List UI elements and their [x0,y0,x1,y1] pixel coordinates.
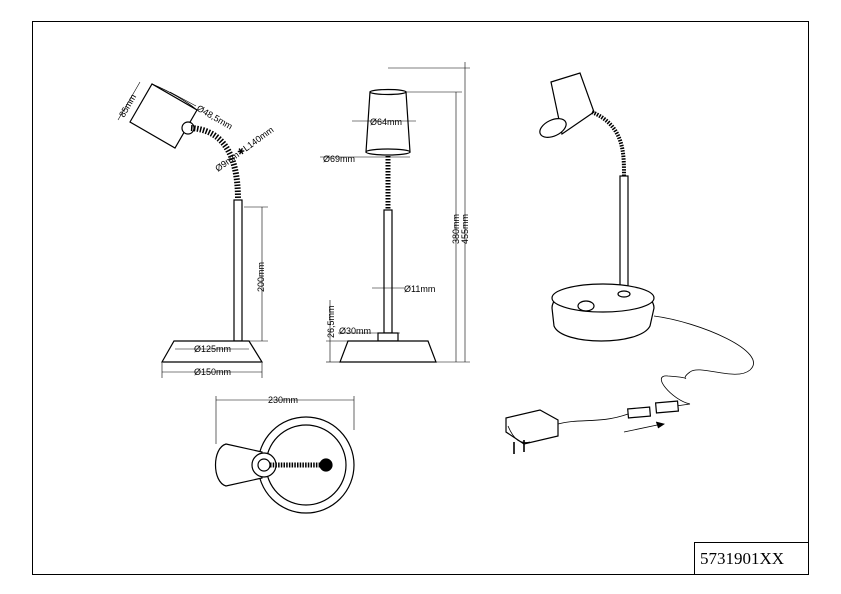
perspective-stem [619,175,629,293]
dim-stem-height: 200mm [256,262,266,292]
top-shade [214,443,263,487]
dim-shade-top: Ø64mm [370,117,402,127]
drawing-frame [32,21,809,575]
dim-reach: 230mm [268,395,298,405]
dim-total-height: 455mm [460,214,470,244]
side-view-lamp [129,83,264,363]
product-code: 5731901XX [700,549,784,568]
top-view-dimensions [215,396,355,444]
product-code-box [694,542,809,575]
switch-button [577,300,595,312]
side-gooseneck [190,125,241,201]
side-shade [129,83,198,149]
plug-connector [654,400,680,414]
front-base [339,340,437,363]
top-view-lamp [214,416,355,514]
dim-shade-bottom: Ø69mm [323,154,355,164]
connect-arrow [623,423,663,433]
dim-stem-diameter: Ø11mm [404,284,435,294]
side-stem [233,199,243,342]
front-view-dimensions [320,62,470,363]
power-adapter [505,409,559,445]
side-view-dimensions [117,81,268,378]
side-view-labels: 85mm Ø48,5mm Ø9mm✱L140mm 200mm Ø125mm Ø1… [117,92,275,377]
side-base [160,340,264,363]
dim-gooseneck: Ø9mm✱L140mm [213,125,275,174]
dim-height-to-shade: 380mm [451,214,461,244]
dim-inner-base: Ø125mm [194,344,231,354]
front-view-labels: Ø64mm Ø69mm Ø11mm 26,5mm Ø30mm 380mm 455… [323,117,470,338]
dim-base-height: 26,5mm [326,305,336,338]
jack-connector [627,406,652,419]
front-view-lamp [339,88,437,363]
dim-collar: Ø30mm [339,326,371,336]
top-stem [319,458,333,472]
power-cord [653,315,754,405]
perspective-lamp [505,72,754,454]
dim-outer-base: Ø150mm [194,367,231,377]
front-stem [383,209,393,334]
